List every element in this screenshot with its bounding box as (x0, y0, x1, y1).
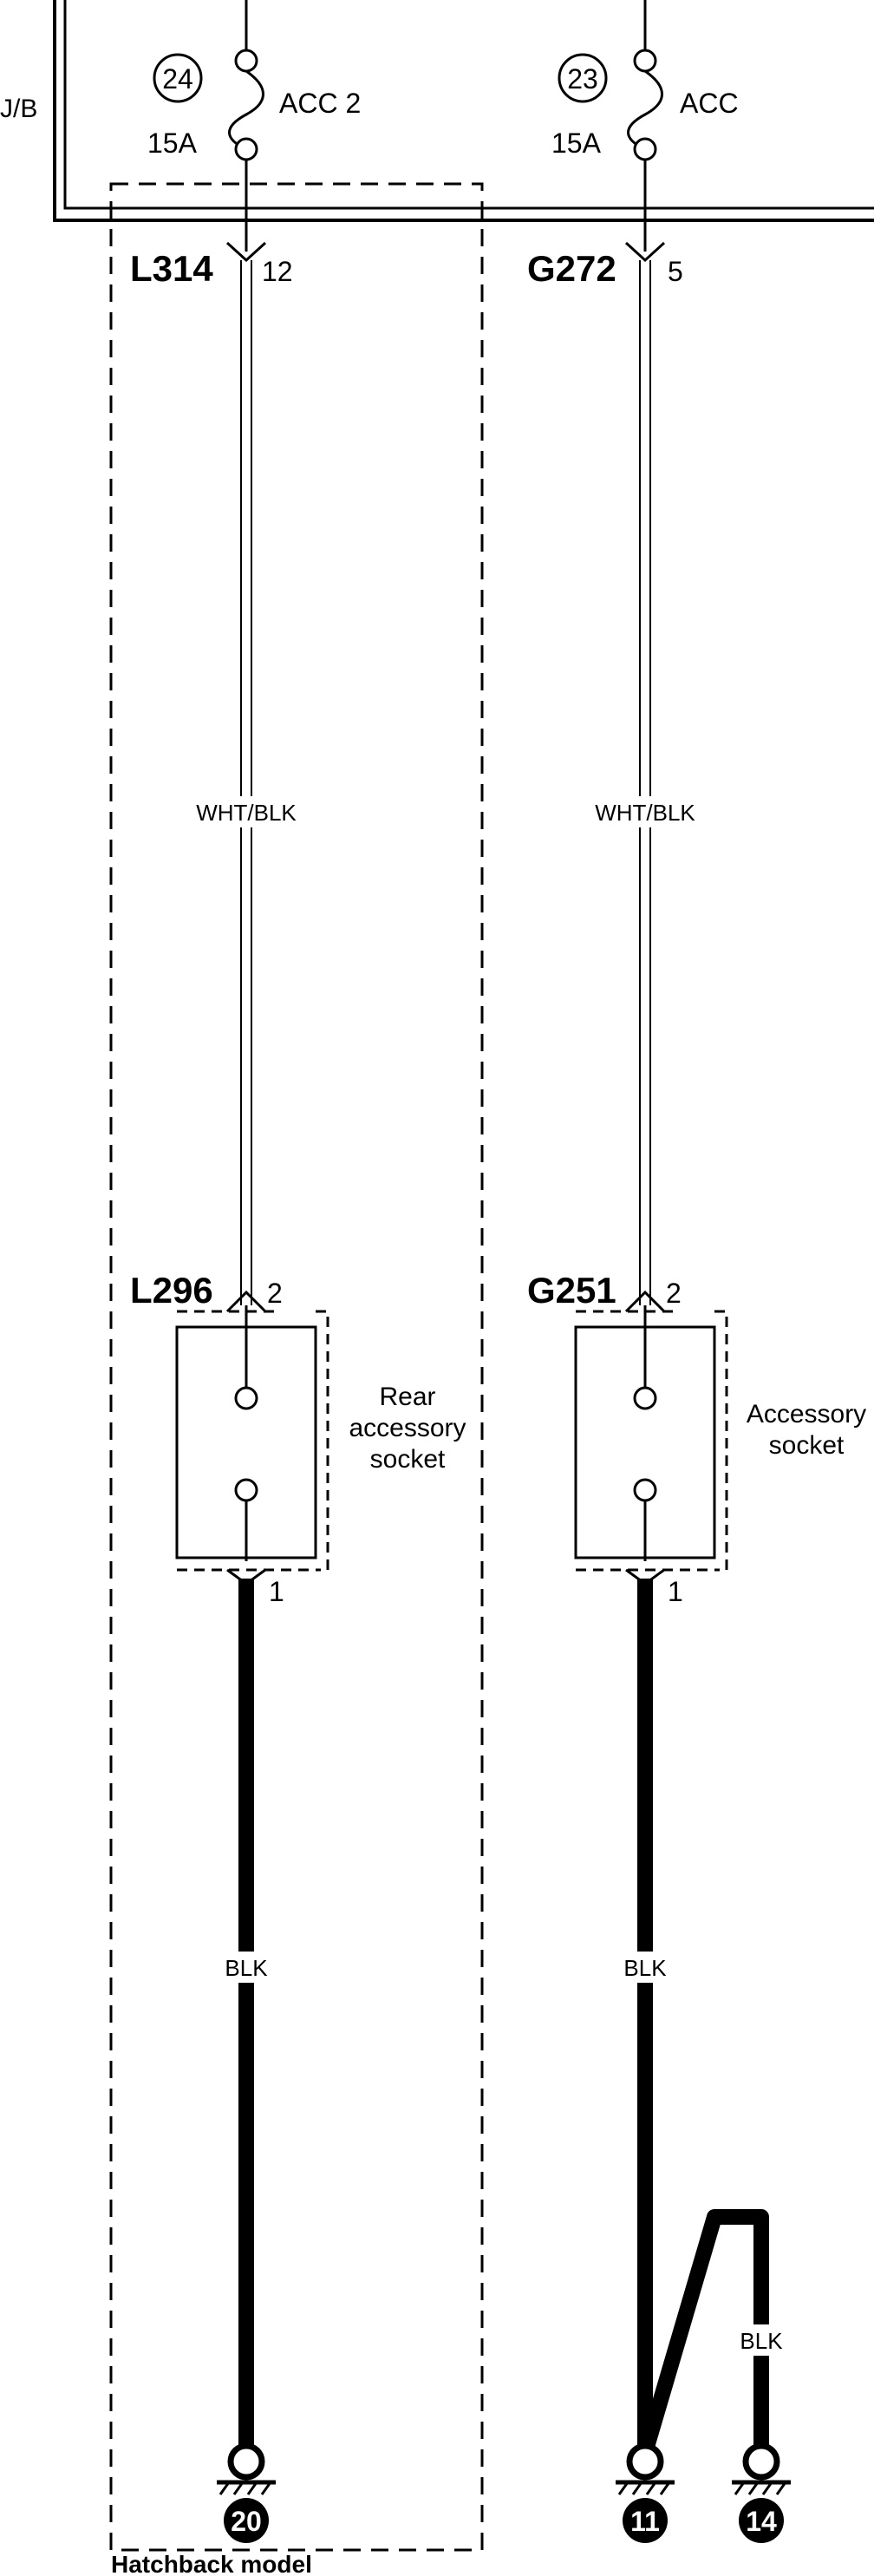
accessory-socket: Accessory socket 1 (574, 1305, 866, 1607)
wire-right-whtblk: WHT/BLK (595, 260, 695, 1305)
ground-20: 20 (217, 2442, 276, 2543)
fuse-23: 23 ACC 15A (551, 0, 739, 252)
junction-box: J/B (0, 0, 874, 222)
socket-label-line1: Accessory (747, 1400, 866, 1429)
wire-label: WHT/BLK (595, 800, 695, 826)
wire-left-whtblk: WHT/BLK (196, 260, 297, 1305)
socket-label-line3: socket (370, 1445, 446, 1474)
wire-right-blk: BLK (617, 1579, 673, 2455)
fuse-name: ACC (680, 88, 739, 119)
ground-11: 11 (616, 2442, 675, 2543)
socket-label-line1: Rear (379, 1383, 435, 1411)
connector-g251: G251 2 (527, 1270, 682, 1313)
wire-label: WHT/BLK (196, 800, 297, 826)
fuse-number: 23 (567, 63, 598, 95)
fuse-24: 24 ACC 2 15A (147, 0, 361, 252)
hatchback-region-label: Hatchback model (111, 2551, 312, 2576)
connector-pin: 5 (668, 256, 683, 287)
socket-label-line2: accessory (349, 1414, 466, 1442)
connector-pin-top: 2 (267, 1278, 283, 1309)
rear-accessory-socket: Rear accessory socket 1 (175, 1305, 466, 1607)
wire-left-blk: BLK (218, 1579, 274, 2455)
hatchback-region-border (109, 182, 484, 2552)
connector-g272: G272 5 (527, 241, 683, 289)
junction-box-label: J/B (0, 95, 37, 123)
connector-l296: L296 2 (130, 1270, 283, 1313)
wire-label: BLK (623, 1955, 667, 1981)
socket-label-line2: socket (769, 1431, 845, 1460)
fuse-name: ACC 2 (279, 88, 361, 119)
ground-number: 11 (630, 2506, 660, 2537)
connector-id: G251 (527, 1270, 616, 1311)
connector-id: L314 (130, 248, 213, 289)
fuse-number: 24 (162, 63, 193, 95)
wire-label: BLK (740, 2328, 783, 2354)
fuse-rating: 15A (147, 127, 198, 159)
connector-pin-top: 2 (666, 1278, 682, 1309)
connector-id: G272 (527, 248, 616, 289)
wire-branch-blk: BLK (637, 2209, 789, 2455)
connector-pin: 12 (262, 256, 293, 287)
ground-number: 14 (746, 2506, 777, 2537)
ground-14: 14 (732, 2442, 791, 2543)
connector-pin-bottom: 1 (668, 1576, 683, 1607)
ground-number: 20 (231, 2506, 262, 2537)
connector-l314: L314 12 (130, 241, 293, 289)
wire-label: BLK (225, 1955, 268, 1981)
connector-id: L296 (130, 1270, 213, 1311)
fuse-number-circle (153, 53, 203, 103)
fuse-number-circle (558, 53, 608, 103)
connector-pin-bottom: 1 (269, 1576, 284, 1607)
fuse-rating: 15A (551, 127, 602, 159)
